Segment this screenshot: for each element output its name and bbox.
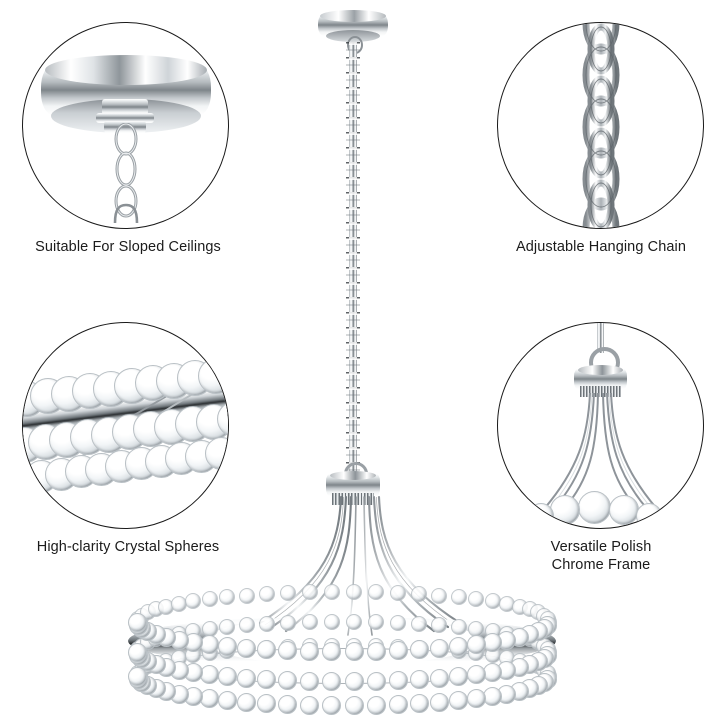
crystal-bead — [466, 635, 486, 655]
crystal-bead — [237, 639, 256, 658]
crystal-bead — [366, 672, 386, 692]
crystal-bead — [322, 696, 342, 716]
crystal-bead — [237, 693, 256, 712]
crystal-bead — [322, 672, 342, 692]
crystal-bead — [390, 615, 407, 632]
crystal-bead — [466, 689, 486, 709]
callout-circle-sloped-ceilings — [22, 22, 229, 229]
crystal-bead — [217, 691, 237, 711]
crystal-bead — [484, 593, 501, 610]
crystal-bead — [449, 637, 469, 657]
crystal-bead — [411, 586, 428, 603]
crystal-bead — [466, 665, 486, 685]
crystal-bead — [219, 589, 236, 606]
crystal-bead — [278, 671, 298, 691]
crystal-bead — [429, 693, 449, 712]
crystal-bead — [388, 641, 408, 661]
zoom-crystal-beads-lower — [23, 323, 228, 528]
crystal-bead — [258, 586, 275, 603]
crystal-bead — [200, 635, 220, 655]
crystal-bead — [238, 617, 255, 634]
zoom-crystal-beads — [23, 323, 228, 528]
callout-caption-chrome-frame: Versatile Polish Chrome Frame — [550, 539, 652, 573]
crystal-bead — [483, 687, 503, 707]
zoom-chain — [582, 23, 620, 228]
zoom-frame-bead — [636, 503, 662, 528]
crystal-bead — [431, 587, 448, 604]
crystal-bead — [366, 642, 386, 662]
crystal-bead — [449, 691, 469, 711]
crystal-bead — [429, 639, 449, 658]
crystal-bead — [238, 587, 255, 604]
crystal-bead — [279, 585, 296, 602]
callout-caption-sloped-ceilings: Suitable For Sloped Ceilings — [35, 239, 221, 255]
crystal-bead — [278, 641, 298, 661]
crystal-bead — [409, 694, 429, 714]
zoom-frame-bead — [578, 491, 611, 524]
crystal-bead-ring — [124, 584, 560, 716]
crystal-bead — [366, 696, 386, 716]
crystal-bead — [429, 669, 449, 688]
crystal-bead — [450, 619, 467, 636]
crystal-bead — [300, 696, 320, 716]
crystal-bead — [388, 695, 408, 715]
crystal-bead — [346, 584, 363, 601]
crystal-bead — [257, 640, 277, 660]
zoom-frame-chain — [597, 323, 604, 353]
crystal-bead — [388, 671, 408, 691]
crystal-bead — [323, 584, 340, 601]
crystal-bead — [301, 584, 318, 601]
crystal-bead — [468, 591, 485, 608]
crystal-bead — [257, 670, 277, 690]
zoom-frame-bead — [550, 495, 580, 525]
crystal-bead — [127, 642, 147, 662]
crystal-bead — [431, 617, 448, 634]
crystal-bead — [344, 696, 364, 716]
crystal-bead — [368, 584, 385, 601]
crystal-bead — [344, 672, 364, 692]
crystal-bead — [368, 614, 385, 631]
zoom-frame-hub — [574, 365, 627, 397]
callout-caption-crystal-spheres: High-clarity Crystal Spheres — [36, 539, 220, 555]
crystal-bead — [200, 689, 220, 709]
callout-circle-crystal-spheres — [22, 322, 229, 529]
crystal-bead — [300, 672, 320, 692]
crystal-bead — [205, 437, 228, 470]
crystal-bead — [237, 669, 256, 688]
crystal-bead — [201, 591, 218, 608]
crystal-bead — [390, 585, 407, 602]
zoom-canopy-chain — [113, 123, 139, 224]
zoom-frame-bead — [528, 503, 554, 528]
crystal-bead — [497, 684, 517, 704]
crystal-bead — [449, 667, 469, 687]
crystal-bead — [409, 670, 429, 690]
crystal-bead — [257, 694, 277, 714]
crystal-bead — [185, 593, 202, 610]
crystal-bead — [450, 589, 467, 606]
zoom-frame-bead — [609, 495, 639, 525]
crystal-bead — [409, 640, 429, 660]
crystal-bead — [219, 619, 236, 636]
crystal-bead — [346, 614, 363, 631]
crystal-bead — [300, 642, 320, 662]
crystal-bead — [183, 633, 203, 653]
crystal-bead — [411, 616, 428, 633]
crystal-bead — [323, 614, 340, 631]
crystal-bead — [258, 616, 275, 633]
callout-caption-hanging-chain: Adjustable Hanging Chain — [515, 239, 687, 255]
crystal-bead — [278, 695, 298, 715]
crystal-bead — [127, 612, 147, 632]
callout-circle-hanging-chain — [497, 22, 704, 229]
crystal-bead — [322, 642, 342, 662]
crystal-bead — [279, 615, 296, 632]
ceiling-canopy — [318, 8, 388, 54]
crystal-bead — [183, 687, 203, 707]
crystal-bead — [344, 642, 364, 662]
suspension-chain — [346, 42, 360, 472]
crystal-bead — [127, 666, 147, 686]
callout-circle-chrome-frame — [497, 322, 704, 529]
crystal-bead — [301, 614, 318, 631]
